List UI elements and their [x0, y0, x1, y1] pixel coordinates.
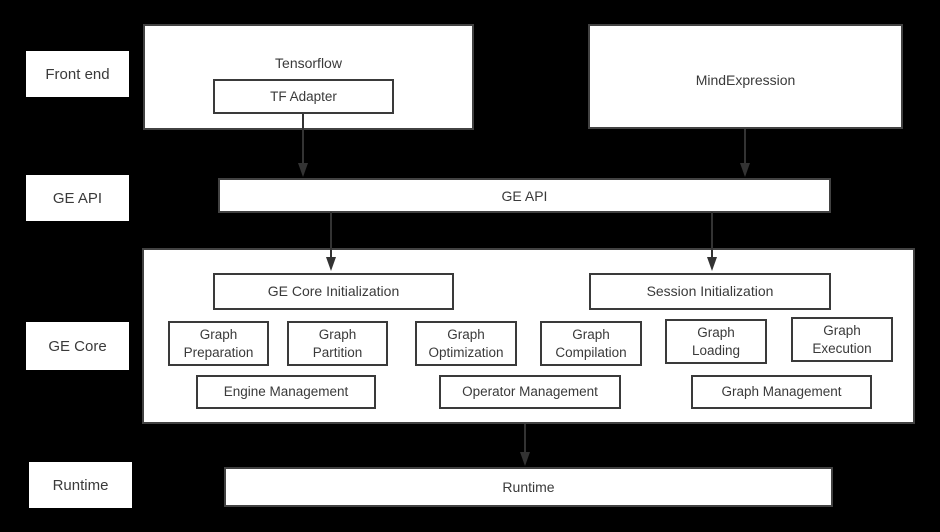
- graph-partition-box: Graph Partition: [287, 321, 388, 366]
- graph-management-box: Graph Management: [691, 375, 872, 409]
- mindexpression-box: MindExpression: [588, 24, 903, 129]
- rail-label-ge-api: GE API: [26, 175, 129, 221]
- graph-compilation-box: Graph Compilation: [540, 321, 642, 366]
- operator-management-box: Operator Management: [439, 375, 621, 409]
- rail-label-front-end: Front end: [26, 51, 129, 97]
- ge-core-initialization-box: GE Core Initialization: [213, 273, 454, 310]
- ge-api-bar: GE API: [218, 178, 831, 213]
- mindexpression-title: MindExpression: [695, 72, 796, 88]
- rail-label-runtime: Runtime: [29, 462, 132, 508]
- tensorflow-box: Tensorflow TF Adapter: [143, 24, 474, 130]
- graph-preparation-box: Graph Preparation: [168, 321, 269, 366]
- tensorflow-title: Tensorflow: [275, 55, 342, 71]
- graph-optimization-box: Graph Optimization: [415, 321, 517, 366]
- ge-core-container: GE Core Initialization Session Initializ…: [142, 248, 915, 424]
- session-initialization-box: Session Initialization: [589, 273, 831, 310]
- tf-adapter-box: TF Adapter: [213, 79, 394, 114]
- graph-execution-box: Graph Execution: [791, 317, 893, 362]
- graph-loading-box: Graph Loading: [665, 319, 767, 364]
- engine-management-box: Engine Management: [196, 375, 376, 409]
- rail-label-ge-core: GE Core: [26, 322, 129, 370]
- runtime-bar: Runtime: [224, 467, 833, 507]
